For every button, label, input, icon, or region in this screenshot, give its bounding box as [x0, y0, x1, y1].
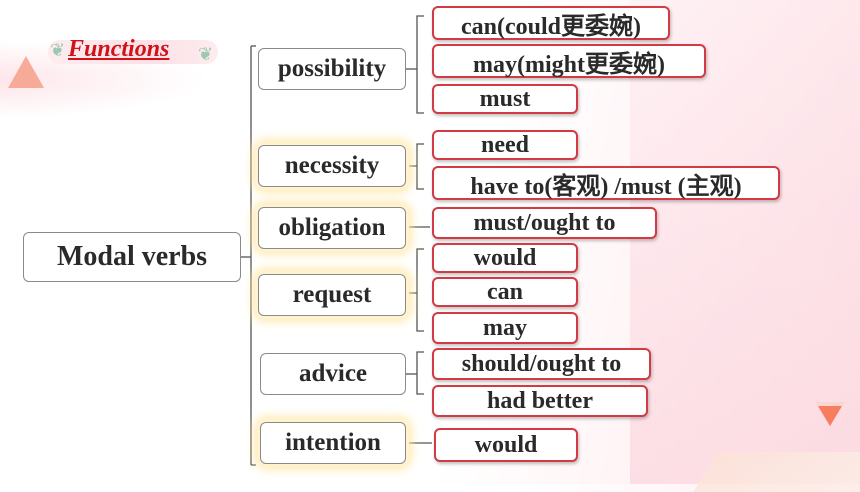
- title-banner-bg: [48, 40, 218, 64]
- modal-must-ought-to: must/ought to: [432, 207, 657, 239]
- category-request: request: [258, 274, 406, 316]
- category-possibility: possibility: [258, 48, 406, 90]
- decorative-triangle-icon: [8, 56, 44, 88]
- leaf-icon: ❦: [50, 40, 66, 61]
- modal-had-better: had better: [432, 385, 648, 417]
- title-banner: ❦ Functions ❦: [48, 34, 218, 70]
- root-node: Modal verbs: [23, 232, 241, 282]
- bracket-possibility: [416, 15, 424, 114]
- category-obligation: obligation: [258, 207, 406, 249]
- category-intention: intention: [260, 422, 406, 464]
- modal-can-request: can: [432, 277, 578, 307]
- bracket-necessity: [416, 143, 424, 190]
- modal-can-could: can(could更委婉): [432, 6, 670, 40]
- category-necessity: necessity: [258, 145, 406, 187]
- leaf-icon: ❦: [198, 44, 214, 65]
- modal-have-to-must: have to(客观) /must (主观): [432, 166, 780, 200]
- modal-should-ought-to: should/ought to: [432, 348, 651, 380]
- decorative-triangle-icon: [818, 406, 842, 426]
- modal-may-might: may(might更委婉): [432, 44, 706, 78]
- modal-need: need: [432, 130, 578, 160]
- modal-would-request: would: [432, 243, 578, 273]
- modal-may-request: may: [432, 312, 578, 344]
- page-title: Functions: [68, 36, 170, 62]
- bracket-request: [416, 248, 424, 332]
- category-advice: advice: [260, 353, 406, 395]
- bracket-advice: [416, 351, 424, 395]
- modal-must: must: [432, 84, 578, 114]
- modal-would-intention: would: [434, 428, 578, 462]
